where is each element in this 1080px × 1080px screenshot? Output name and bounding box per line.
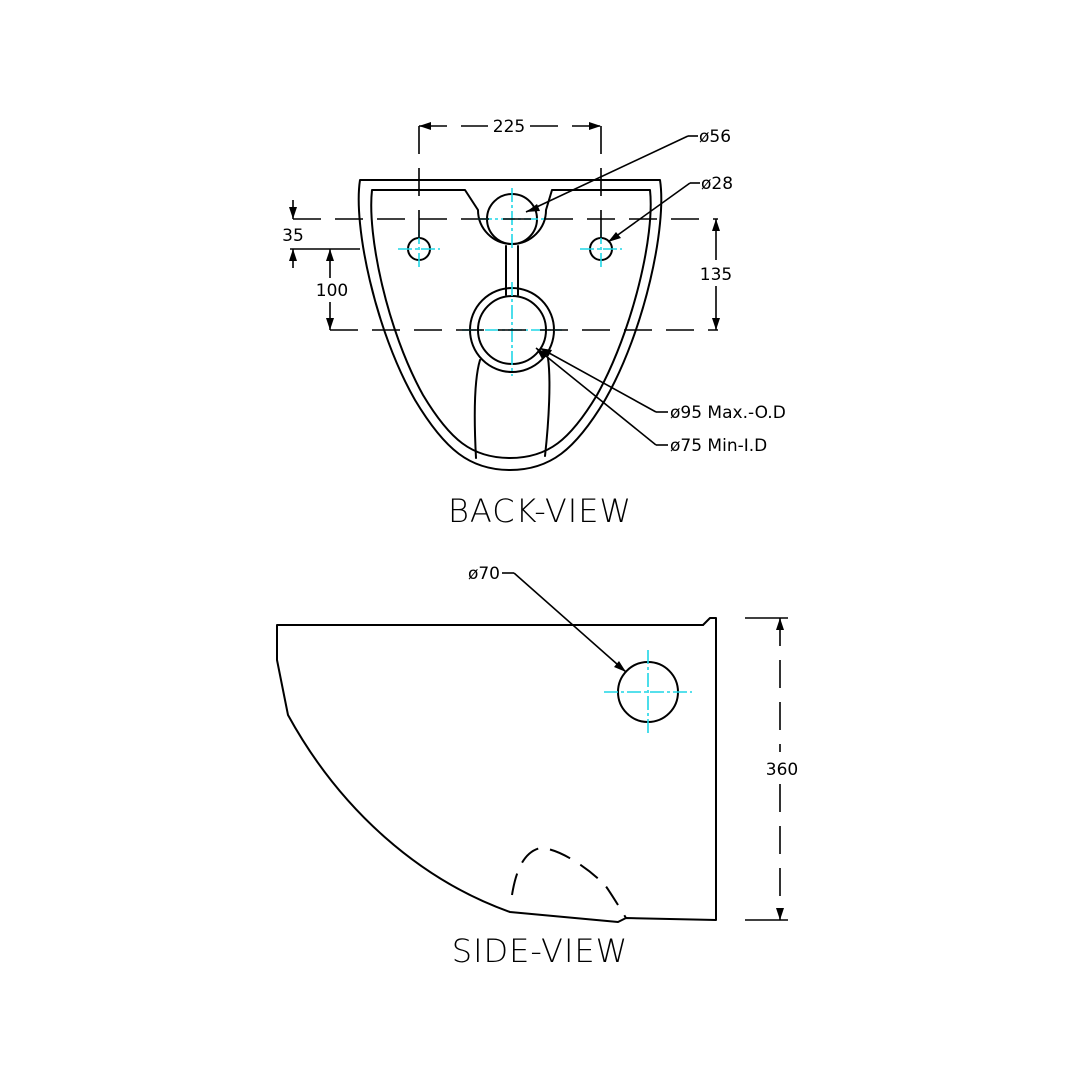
callout-56-label: ø56 (699, 127, 731, 147)
callout-95: ø95 Max.-O.D (539, 347, 786, 423)
callout-70-label: ø70 (468, 564, 500, 584)
back-view-outer-outline (357, 179, 663, 471)
callout-56: ø56 (525, 127, 731, 213)
callout-28-label: ø28 (701, 174, 733, 194)
side-view-title: SIDE-VIEW (452, 932, 628, 970)
dimension-100-label: 100 (316, 281, 348, 301)
dimension-100: 100 (316, 249, 348, 330)
back-view-title: BACK-VIEW (448, 492, 632, 530)
callout-70: ø70 (468, 564, 627, 673)
back-view: 225 35 100 135 (282, 117, 786, 530)
drain-pipe-right (544, 357, 551, 457)
dimension-225: 225 (418, 117, 602, 240)
callout-95-label: ø95 Max.-O.D (670, 403, 786, 423)
dimension-35-label: 35 (282, 226, 304, 246)
drain-pipe-left (473, 359, 481, 459)
side-view: ø70 360 SIDE-VIEW (276, 564, 798, 970)
side-view-profile (276, 617, 717, 923)
back-view-inner-outline (370, 189, 652, 459)
callout-75: ø75 Min-I.D (535, 347, 767, 456)
dimension-35: 35 (282, 200, 360, 268)
dimension-135-label: 135 (700, 265, 732, 285)
callout-28: ø28 (607, 174, 733, 243)
callout-75-label: ø75 Min-I.D (670, 436, 767, 456)
dimension-360: 360 (745, 617, 798, 921)
back-view-centerlines (398, 188, 622, 376)
dimension-225-label: 225 (493, 117, 525, 137)
dimension-360-label: 360 (766, 760, 798, 780)
side-view-hidden-trap (511, 846, 627, 919)
dimension-135: 135 (700, 219, 732, 330)
side-view-centerlines (604, 650, 692, 736)
